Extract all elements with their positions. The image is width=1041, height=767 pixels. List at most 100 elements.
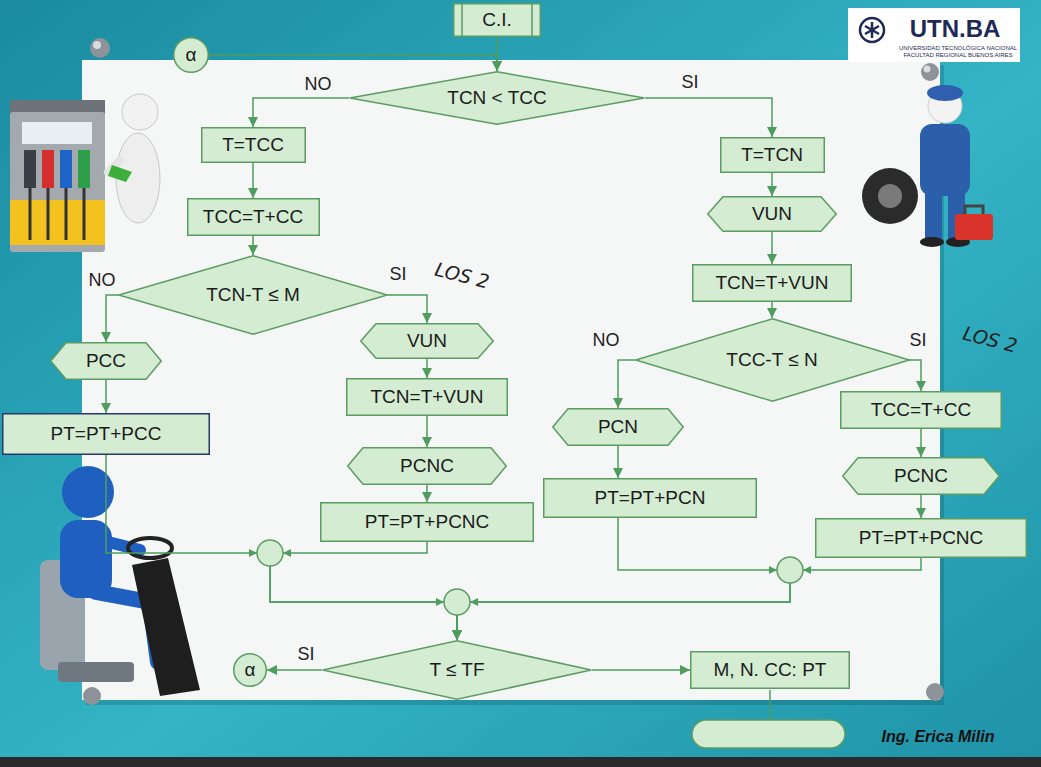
- box-side-bar: [461, 4, 463, 37]
- node-text: C.I.: [482, 9, 512, 32]
- flow-arrow: [388, 295, 427, 323]
- preparation-hexagon: PCNC: [347, 447, 507, 485]
- decision-diamond: TCN-T ≤ M: [118, 255, 388, 335]
- process-box: TCN=T+VUN: [692, 264, 852, 302]
- start-box: C.I.: [453, 3, 541, 37]
- pump-nozzle: [24, 150, 36, 188]
- flow-arrow: [253, 98, 349, 127]
- process-box: TCC=T+CC: [840, 391, 1002, 429]
- flow-arrow: [426, 416, 428, 447]
- node-text: TCN=T+VUN: [371, 386, 484, 409]
- box-outline: [321, 503, 534, 542]
- flow-arrow: [645, 98, 772, 137]
- connectors: [106, 37, 921, 670]
- circle-outline: [174, 38, 209, 73]
- flow-arrow: [426, 485, 428, 502]
- box-side-bar: [531, 4, 533, 37]
- mechanic-shoe: [920, 237, 944, 247]
- node-text: α: [186, 44, 197, 67]
- box-outline: [816, 519, 1027, 558]
- diamond-outline: [635, 319, 909, 402]
- flow-arrow: [771, 232, 773, 264]
- flow-arrow: [105, 380, 107, 413]
- branch-label: SI: [909, 330, 926, 351]
- pushpins: [83, 38, 944, 705]
- steering-column: [132, 558, 200, 696]
- process-box: TCN=T+VUN: [346, 378, 508, 416]
- node-text: PCN: [598, 416, 638, 439]
- node-text: PCNC: [400, 455, 454, 478]
- tire-rim: [878, 184, 902, 208]
- flow-arrow: [252, 163, 254, 198]
- hexagon-outline: [348, 448, 507, 485]
- pump-nozzle: [42, 150, 54, 188]
- connector-circle: α: [173, 37, 209, 73]
- fuel-pump-illustration: [10, 94, 160, 252]
- flow-arrow: [910, 360, 922, 391]
- flow-arrow: [618, 360, 635, 408]
- box-outline: [720, 138, 824, 173]
- toolbox-handle: [965, 206, 983, 214]
- node-text: PT=PT+PCC: [51, 423, 162, 446]
- branch-label: NO: [89, 270, 116, 291]
- mechanic-illustration: [862, 85, 993, 247]
- diamond-outline: [323, 641, 592, 700]
- bottom-strip: [0, 757, 1041, 767]
- flow-arrow: [252, 236, 254, 255]
- box-outline: [201, 128, 305, 163]
- preparation-hexagon: VUN: [360, 323, 494, 359]
- preparation-hexagon: PCNC: [842, 457, 1000, 495]
- junction-arrowhead: [283, 549, 291, 557]
- process-box: PT=PT+PCNC: [815, 518, 1027, 558]
- handwritten-note: LOS 2: [433, 259, 492, 294]
- branch-label: SI: [681, 72, 698, 93]
- pushpin: [926, 683, 944, 701]
- branch-label: SI: [389, 264, 406, 285]
- node-text: T ≤ TF: [429, 659, 484, 682]
- connector-circle: α: [233, 653, 267, 687]
- person-head: [122, 94, 158, 130]
- diamond-outline: [119, 256, 388, 335]
- process-box: T=TCN: [720, 137, 825, 173]
- logo-wordmark: UTN.BA: [910, 15, 1001, 43]
- pump-body: [10, 112, 105, 252]
- white-panel: [82, 60, 940, 700]
- flow-arrow: [426, 359, 428, 378]
- pump-nozzle: [78, 150, 90, 188]
- node-text: T=TCC: [222, 134, 284, 157]
- flow-arrow: [270, 542, 457, 640]
- end-terminal: [692, 720, 845, 748]
- hexagon-outline: [843, 458, 1000, 495]
- pump-hoses: [30, 188, 84, 240]
- seat-base: [58, 662, 134, 682]
- flow-arrow: [209, 55, 497, 71]
- terminal-link: [769, 690, 771, 720]
- flow-arrow: [267, 669, 322, 671]
- box-outline: [347, 379, 508, 416]
- logo-box: [848, 8, 1020, 62]
- hexagon-outline: [51, 343, 162, 380]
- box-outline: [187, 199, 319, 236]
- pushpin-shine: [93, 41, 101, 49]
- node-text: M, N. CC: PT: [714, 659, 827, 682]
- junction-arrowhead: [470, 598, 478, 606]
- junction-arrowhead: [769, 566, 777, 574]
- pushpin: [921, 63, 939, 81]
- pushpin: [83, 687, 101, 705]
- branch-label: NO: [305, 74, 332, 95]
- node-text: TCC-T ≤ N: [726, 349, 817, 372]
- decision-diamond: TCN < TCC: [349, 71, 645, 125]
- process-box: TCC=T+CC: [187, 198, 320, 236]
- pump-top: [10, 100, 105, 114]
- node-text: TCN < TCC: [447, 87, 546, 110]
- box-outline: [691, 652, 850, 689]
- mechanic-overalls: [920, 124, 970, 196]
- node-text: PT=PT+PCN: [595, 487, 706, 510]
- logo-ring: [860, 18, 884, 42]
- node-text: T=TCN: [741, 144, 803, 167]
- junction-circle: [444, 589, 470, 615]
- output-box: M, N. CC: PT: [690, 651, 850, 689]
- flow-arrow: [771, 302, 773, 318]
- preparation-hexagon: VUN: [707, 196, 837, 232]
